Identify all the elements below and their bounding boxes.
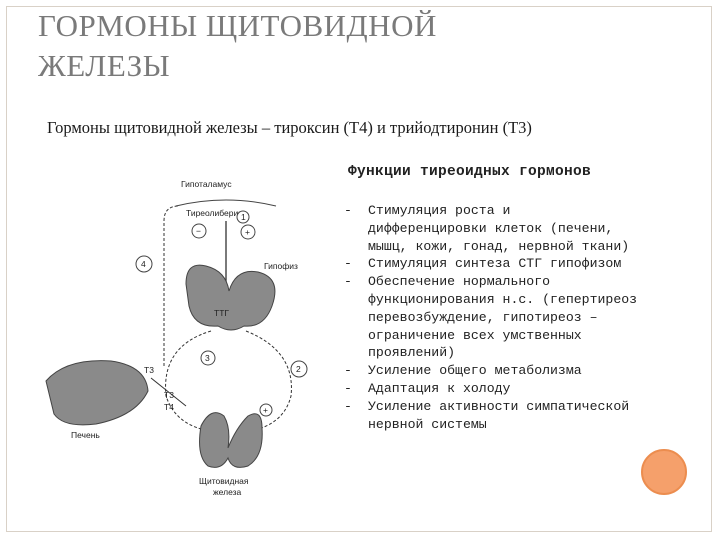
t-loop (245, 330, 292, 432)
function-item: -Адаптация к холоду (344, 380, 674, 398)
functions-list: - Стимуляция роста и дифференцировки клето… (344, 202, 674, 433)
function-item: -Усиление общего метаболизма (344, 362, 674, 380)
thyroid-gland (199, 412, 263, 468)
title-line-1: ГОРМОНЫ ЩИТОВИДНОЙ (38, 8, 437, 43)
tsh-label: ТТГ (214, 308, 229, 318)
step-4-number: 4 (141, 259, 146, 269)
step-1-number: 1 (241, 212, 246, 222)
t4-small-label: Т4 (164, 402, 174, 412)
function-item-line: перевозбуждение, гипотиреоз – (368, 309, 598, 325)
liver-organ (45, 360, 149, 426)
function-item-line: ограничение всех умственных (368, 327, 582, 343)
function-item: -Усиление активности симпатической нервно… (344, 398, 674, 434)
t3-small-label: Т3 (164, 390, 174, 400)
thyroliberin-label: Тиреолиберин (186, 208, 243, 218)
feedback-plus-circle (240, 224, 256, 240)
function-item: - Стимуляция роста и дифференцировки клето… (344, 202, 674, 255)
liver-label: Печень (71, 430, 100, 440)
function-item-line: Обеспечение нормального (368, 274, 551, 290)
thyroid-label-line2: железа (213, 487, 242, 496)
step-3-circle (200, 350, 216, 366)
step-2-number: 2 (296, 364, 301, 374)
step-1-circle (236, 210, 250, 224)
function-item-line: Усиление общего метаболизма (368, 363, 582, 379)
thyroid-plus-circle (259, 403, 273, 417)
feedback-minus-circle (191, 223, 207, 239)
step-2-circle (290, 360, 308, 378)
hypothalamus-arc (175, 199, 277, 207)
function-item-line: дифференцировки клеток (печени, (368, 220, 614, 236)
pituitary-label: Гипофиз (264, 261, 298, 271)
list-dash: - (344, 380, 352, 396)
feedback-minus-sign: − (196, 226, 201, 236)
outer-feedback-loop (163, 205, 180, 366)
feedback-plus-sign: + (245, 227, 250, 237)
tsh-loop (165, 330, 212, 432)
function-item-line: мышц, кожи, гонад, нервной ткани) (368, 238, 630, 254)
title-line-2: ЖЕЛЕЗЫ (38, 48, 171, 83)
slide-title: ГОРМОНЫ ЩИТОВИДНОЙ ЖЕЛЕЗЫ (38, 6, 598, 86)
decorative-orange-circle (641, 449, 687, 495)
slide-frame (6, 6, 712, 532)
list-dash: - (344, 256, 352, 272)
function-item-line: функционирования н.с. (гепертиреоз (368, 291, 638, 307)
pituitary-gland (185, 264, 276, 331)
list-dash: - (344, 274, 352, 290)
function-item-line: Усиление активности симпатической (368, 398, 630, 414)
thyroid-regulation-diagram: Гипоталамус Тиреолиберин − + 1 ТТГ Гипоф… (45, 179, 308, 496)
step-3-number: 3 (205, 353, 210, 363)
hypothalamus-label: Гипоталамус (181, 179, 232, 189)
function-item-line: Стимуляция роста и (368, 203, 511, 218)
thyroid-plus-sign: + (263, 405, 268, 415)
function-item-line: Адаптация к холоду (368, 380, 511, 396)
subtitle: Гормоны щитовидной железы – тироксин (Т4… (47, 118, 532, 137)
list-dash: - (344, 203, 352, 218)
list-dash: - (344, 398, 352, 414)
function-item-line: проявлений) (368, 345, 456, 361)
functions-heading: Функции тиреоидных гормонов (348, 164, 592, 180)
thyroid-label-line1: Щитовидная (199, 476, 249, 486)
list-dash: - (344, 363, 352, 379)
function-item-line: нервной системы (368, 416, 487, 432)
t3-label: Т3 (144, 365, 154, 375)
t3-to-liver-arrow (150, 377, 187, 407)
function-item-line: Стимуляция синтеза СТГ гипофизом (368, 256, 622, 272)
step-4-circle (135, 255, 153, 273)
function-item: -Стимуляция синтеза СТГ гипофизом (344, 255, 674, 273)
